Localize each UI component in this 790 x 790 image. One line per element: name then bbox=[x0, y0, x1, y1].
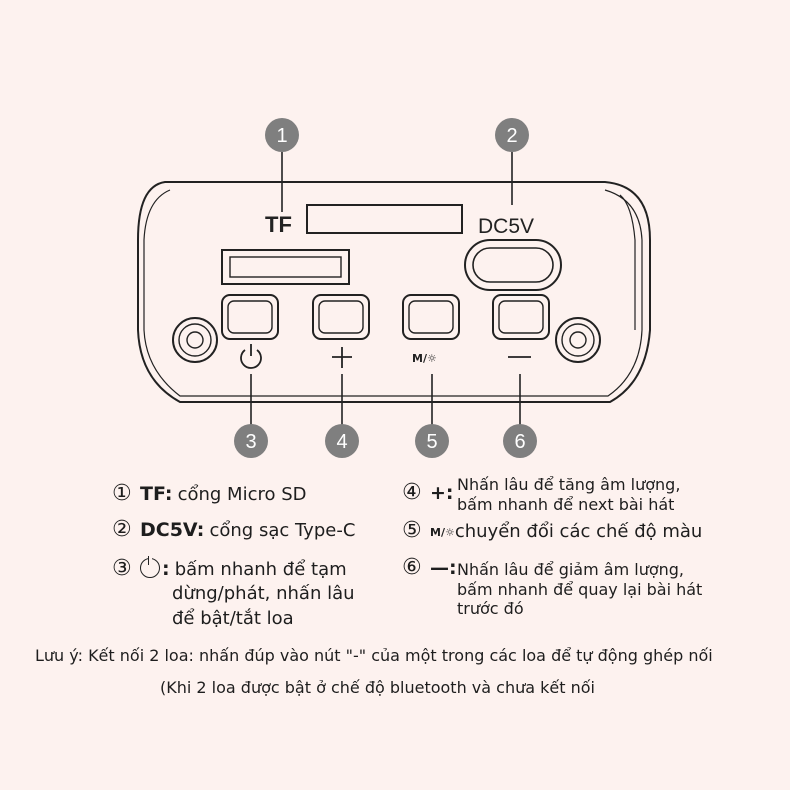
callout-1: 1 bbox=[265, 118, 299, 152]
legend-power-line3: để bật/tắt loa bbox=[172, 608, 294, 629]
legend-key: DC5V: bbox=[140, 519, 205, 541]
panel-housing bbox=[137, 181, 651, 403]
svg-text:3: 3 bbox=[245, 431, 256, 453]
legend-power-line2: dừng/phát, nhấn lâu bbox=[172, 583, 355, 604]
legend-text: cổng sạc Type-C bbox=[209, 520, 356, 541]
callout-4: 4 bbox=[325, 424, 359, 458]
legend-plus-line2: bấm nhanh để next bài hát bbox=[457, 495, 675, 514]
dc5v-port bbox=[464, 239, 562, 291]
legend-dc5v: ② DC5V: cổng sạc Type-C bbox=[112, 517, 355, 542]
legend-minus: ⑥ —: bbox=[402, 555, 457, 580]
tf-label: TF bbox=[265, 212, 292, 237]
display-window bbox=[306, 204, 463, 234]
legend-num: ② bbox=[112, 517, 132, 542]
legend-power: ③: bấm nhanh để tạm bbox=[112, 556, 347, 581]
legend-num: ③ bbox=[112, 556, 132, 581]
legend-num: ④ bbox=[402, 480, 422, 505]
legend-key: —: bbox=[430, 557, 457, 579]
svg-text:4: 4 bbox=[336, 431, 347, 453]
callout-6: 6 bbox=[503, 424, 537, 458]
callout-5: 5 bbox=[415, 424, 449, 458]
legend-plus: ④ +: bbox=[402, 480, 454, 505]
power-icon bbox=[140, 556, 160, 578]
svg-text:2: 2 bbox=[506, 125, 517, 147]
svg-text:6: 6 bbox=[514, 431, 525, 453]
callout-2: 2 bbox=[495, 118, 529, 152]
legend-minus-line3: trước đó bbox=[457, 599, 524, 618]
left-screw bbox=[172, 317, 218, 363]
note-line-2: (Khi 2 loa được bật ở chế độ bluetooth v… bbox=[160, 678, 595, 697]
mode-icon: M/☼ bbox=[430, 526, 455, 539]
legend-tf: ① TF: cổng Micro SD bbox=[112, 481, 307, 506]
power-icon bbox=[240, 344, 262, 369]
callout-3: 3 bbox=[234, 424, 268, 458]
note-line-1: Lưu ý: Kết nối 2 loa: nhấn đúp vào nút "… bbox=[35, 646, 713, 665]
right-screw bbox=[555, 317, 601, 363]
legend-key: TF: bbox=[140, 483, 173, 505]
svg-text:5: 5 bbox=[426, 431, 437, 453]
dc5v-label: DC5V bbox=[478, 215, 534, 238]
legend-mode: ⑤ M/☼chuyển đổi các chế độ màu bbox=[402, 518, 702, 543]
minus-button bbox=[492, 294, 550, 340]
mode-button bbox=[402, 294, 460, 340]
legend-plus-line1: Nhấn lâu để tăng âm lượng, bbox=[457, 475, 681, 494]
plus-icon bbox=[332, 347, 352, 368]
legend-text: cổng Micro SD bbox=[177, 484, 307, 505]
plus-button bbox=[312, 294, 370, 340]
svg-text:1: 1 bbox=[276, 125, 287, 147]
legend-text: bấm nhanh để tạm bbox=[174, 559, 347, 580]
legend-text: chuyển đổi các chế độ màu bbox=[454, 521, 703, 542]
legend-num: ① bbox=[112, 481, 132, 506]
legend-num: ⑥ bbox=[402, 555, 422, 580]
legend-key: +: bbox=[430, 482, 454, 504]
legend-key: : bbox=[162, 558, 170, 580]
legend-minus-line1: Nhấn lâu để giảm âm lượng, bbox=[457, 560, 685, 579]
tf-card-slot bbox=[221, 249, 350, 285]
legend-minus-line2: bấm nhanh để quay lại bài hát bbox=[457, 580, 703, 599]
mode-icon: M/☼ bbox=[412, 352, 437, 365]
legend-num: ⑤ bbox=[402, 518, 422, 543]
panel-inner-outline bbox=[143, 189, 643, 397]
power-button bbox=[221, 294, 279, 340]
